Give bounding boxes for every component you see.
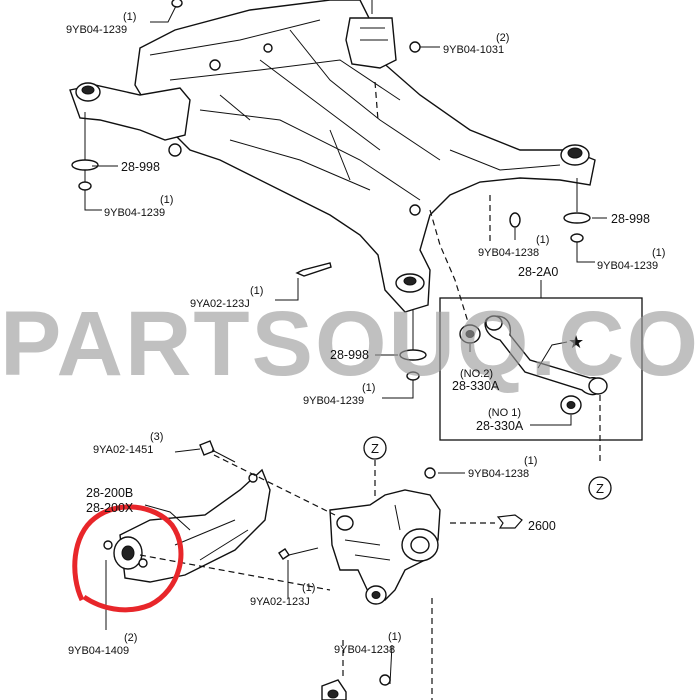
label-code[interactable]: 9YB04-1031 <box>443 44 504 56</box>
label-qty: (1) <box>388 631 401 643</box>
ref-page-number[interactable]: 2600 <box>528 519 556 533</box>
rear-knuckle <box>329 489 441 605</box>
ref-circle-right: Z <box>588 476 612 500</box>
label-code[interactable]: 9YB04-1409 <box>68 645 129 657</box>
highlight-circle <box>72 504 184 613</box>
ref-z-top: Z <box>371 441 379 456</box>
label-code[interactable]: 9YB04-1239 <box>303 395 364 407</box>
trailing-arm <box>103 468 271 583</box>
label-code[interactable]: 9YB04-1238 <box>334 644 395 656</box>
ref-z-right: Z <box>596 481 604 496</box>
star-marker: ★ <box>568 332 584 352</box>
label-code[interactable]: 9YB04-1238 <box>478 247 539 259</box>
label-qty: (1) <box>250 285 263 297</box>
watermark: PARTSOUQ.COM <box>0 293 700 395</box>
ref-circle-top: Z <box>363 436 387 460</box>
label-code[interactable]: 28-200X <box>86 501 134 515</box>
label-code[interactable]: 9YB04-1238 <box>468 468 529 480</box>
label-code[interactable]: 28-330A <box>452 379 500 393</box>
label-code[interactable]: 9YA02-123J <box>250 596 310 608</box>
labels: (1) 9YB04-1239 (2) 9YB04-1031 28-998 (1)… <box>66 11 665 657</box>
label-qty: (1) <box>302 582 315 594</box>
label-qty: (1) <box>536 234 549 246</box>
label-qty: (1) <box>123 11 136 23</box>
label-code[interactable]: 28-998 <box>611 212 650 226</box>
label-qty: (2) <box>124 632 137 644</box>
label-code[interactable]: 28-2A0 <box>518 265 558 279</box>
label-code[interactable]: 28-998 <box>121 160 160 174</box>
hardware <box>71 0 591 686</box>
label-code[interactable]: 9YB04-1239 <box>104 207 165 219</box>
label-code[interactable]: 9YA02-123J <box>190 298 250 310</box>
label-code[interactable]: 28-330A <box>476 419 524 433</box>
lower-bushing <box>321 679 347 700</box>
label-qty: (3) <box>150 431 163 443</box>
label-qty: (1) <box>362 382 375 394</box>
label-code[interactable]: 9YA02-1451 <box>93 444 153 456</box>
label-code[interactable]: 28-998 <box>330 348 369 362</box>
label-qty: (1) <box>652 247 665 259</box>
upper-control-arm <box>459 315 608 415</box>
label-tag: (NO.2) <box>460 368 493 380</box>
label-code[interactable]: 9YB04-1239 <box>597 260 658 272</box>
label-code[interactable]: 28-200B <box>86 486 133 500</box>
leader-lines <box>84 5 607 685</box>
label-qty: (1) <box>524 455 537 467</box>
rear-subframe <box>69 0 596 313</box>
ref-page-arrow[interactable]: 2600 <box>496 514 556 533</box>
label-tag: (NO 1) <box>488 407 521 419</box>
mount-bracket <box>345 0 397 69</box>
label-code[interactable]: 9YB04-1239 <box>66 24 127 36</box>
dashed-lines <box>139 81 601 700</box>
label-qty: (2) <box>496 32 509 44</box>
label-qty: (1) <box>160 194 173 206</box>
